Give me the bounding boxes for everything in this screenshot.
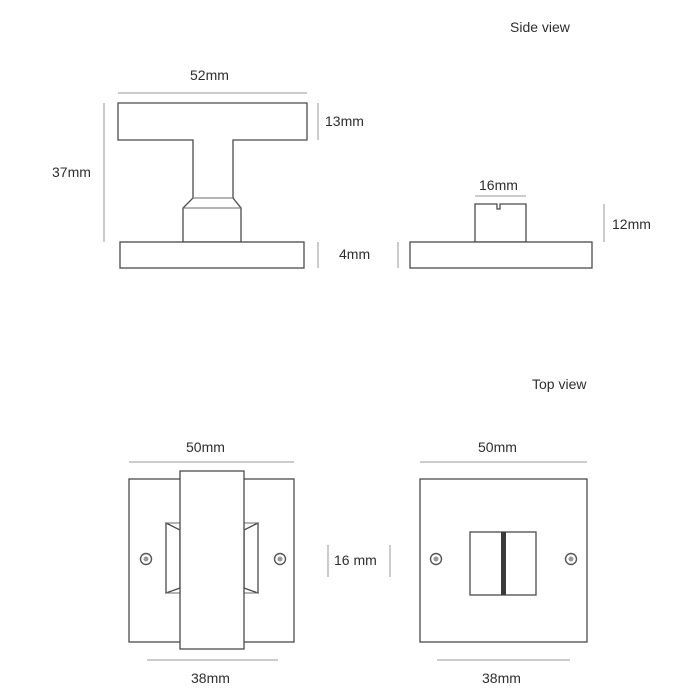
dimension-turn-rose-width: 50mm	[129, 439, 294, 463]
svg-text:38mm: 38mm	[191, 670, 230, 686]
screw-hole-left	[139, 552, 153, 566]
svg-text:38mm: 38mm	[482, 670, 521, 686]
dimension-turn-width: 52mm	[118, 67, 307, 94]
side-view-title: Side view	[510, 19, 571, 35]
dimension-rose-thickness: 4mm	[317, 242, 370, 268]
svg-text:16mm: 16mm	[479, 177, 518, 193]
release-side-profile	[397, 203, 593, 269]
dimension-release-rose-width: 50mm	[420, 439, 587, 463]
svg-text:50mm: 50mm	[186, 439, 225, 455]
dimension-turn-bar-height: 13mm	[317, 103, 364, 140]
svg-text:50mm: 50mm	[478, 439, 517, 455]
svg-text:52mm: 52mm	[190, 67, 229, 83]
svg-text:12mm: 12mm	[612, 216, 651, 232]
release-indicator-bar	[501, 532, 506, 595]
dimension-spindle-width: 16mm	[475, 177, 526, 197]
thumbturn-side-profile	[117, 102, 308, 269]
svg-text:13mm: 13mm	[325, 113, 364, 129]
top-view-title: Top view	[532, 376, 587, 392]
dimension-turn-plate-width: 38mm	[147, 659, 278, 686]
svg-text:4mm: 4mm	[339, 246, 370, 262]
dimension-bar-width: 16 mm	[327, 545, 391, 577]
svg-text:37mm: 37mm	[52, 164, 91, 180]
dimension-overall-height: 37mm	[52, 103, 105, 242]
dimension-release-plate-width: 38mm	[437, 659, 570, 686]
thumbturn-top-profile	[128, 470, 295, 650]
screw-hole-left-release	[429, 552, 443, 566]
dimension-spindle-height: 12mm	[603, 204, 651, 242]
svg-text:16 mm: 16 mm	[334, 552, 377, 568]
screw-hole-right	[273, 552, 287, 566]
screw-hole-right-release	[564, 552, 578, 566]
release-top-profile	[419, 478, 588, 643]
